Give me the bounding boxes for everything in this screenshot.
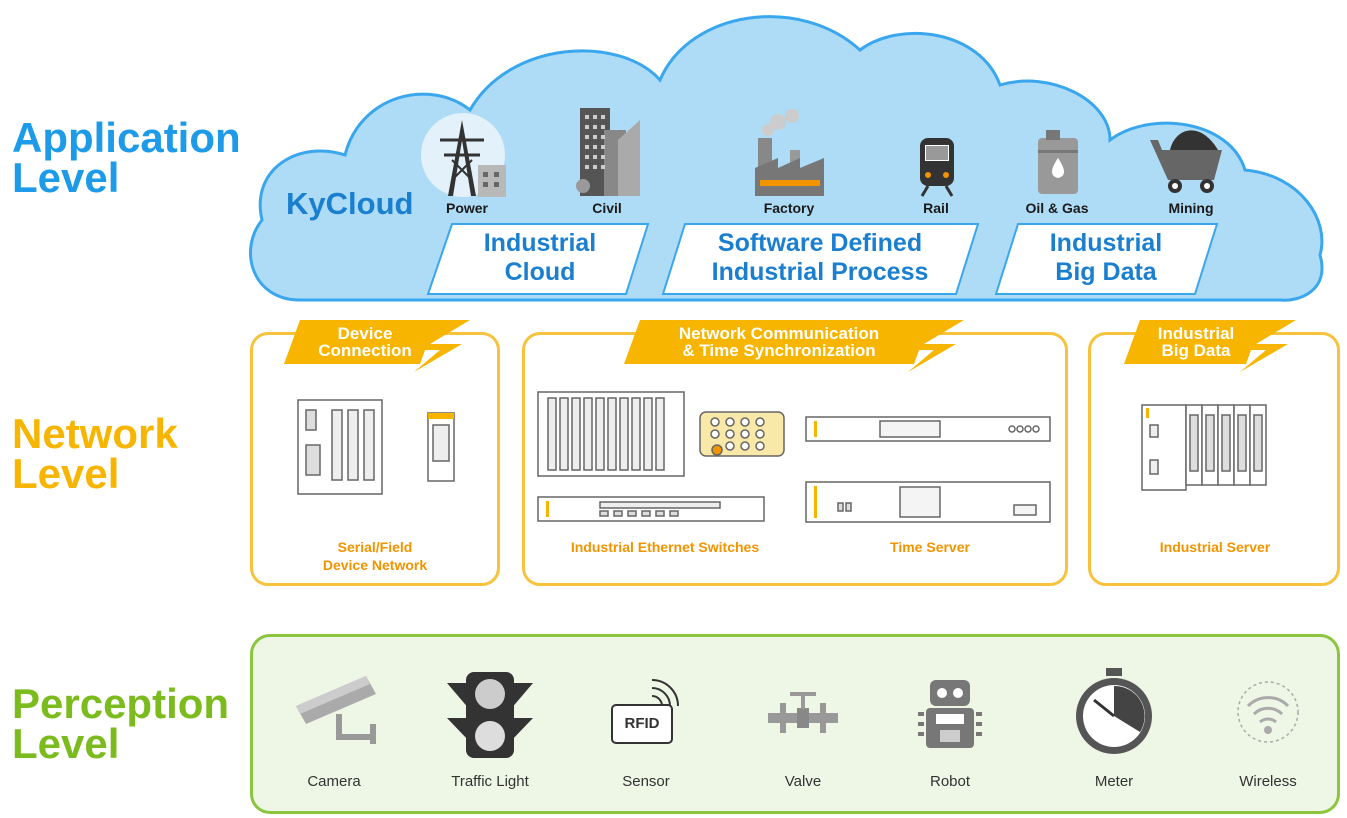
serial-device-chassis-icon (297, 399, 383, 495)
rack-1u-switch-icon (537, 496, 765, 522)
valve-label: Valve (784, 773, 822, 790)
traffic-light-label: Traffic Light (451, 773, 529, 790)
robot-label: Robot (929, 773, 971, 790)
device-connection-banner (284, 320, 470, 372)
rugged-switch-icon (699, 411, 785, 457)
network-communication-banner-text: Network Communication& Time Synchronizat… (678, 324, 880, 360)
industrial-server-icon (1141, 404, 1267, 491)
application-level-label: Application Level (12, 114, 241, 201)
mining-cart-icon (1150, 130, 1222, 193)
robot-icon (918, 680, 982, 748)
industrial-server-caption: Industrial Server (1159, 539, 1271, 555)
software-defined-panel (661, 223, 980, 295)
rfid-badge-text: RFID (624, 715, 660, 732)
camera-icon (296, 676, 376, 744)
wireless-icon (1237, 681, 1299, 743)
perception-box (250, 634, 1340, 814)
time-server-2u-icon (805, 481, 1051, 523)
mining-label: Mining (1168, 200, 1214, 216)
factory-icon (755, 109, 824, 196)
stopwatch-icon (1076, 668, 1152, 754)
valve-icon (768, 692, 838, 733)
oil-barrel-icon (1038, 130, 1078, 194)
train-icon (920, 138, 954, 197)
perception-level-label: Perception Level (12, 680, 230, 767)
din-rail-device-icon (427, 412, 455, 482)
civil-label: Civil (592, 200, 622, 216)
industrial-big-data-banner (1124, 320, 1296, 372)
rack-switch-chassis-icon (537, 391, 685, 477)
rail-label: Rail (923, 200, 949, 216)
power-tower-icon (421, 113, 506, 197)
ethernet-switches-caption: Industrial Ethernet Switches (570, 539, 760, 555)
camera-label: Camera (307, 773, 361, 790)
industrial-cloud-panel (426, 223, 650, 295)
factory-label: Factory (763, 200, 815, 216)
network-communication-banner (624, 320, 964, 372)
rfid-sensor-icon (611, 679, 679, 744)
meter-label: Meter (1094, 773, 1134, 790)
wireless-label: Wireless (1239, 773, 1297, 790)
power-label: Power (445, 200, 488, 216)
buildings-icon (576, 108, 640, 196)
industrial-big-data-panel (994, 223, 1219, 295)
kycloud-brand: KyCloud (286, 186, 414, 221)
sensor-label: Sensor (622, 773, 670, 790)
network-level-label: Network Level (12, 410, 178, 497)
time-server-1u-icon (805, 416, 1051, 442)
oil-gas-label: Oil & Gas (1025, 200, 1089, 216)
traffic-light-icon (447, 672, 533, 758)
time-server-caption: Time Server (890, 539, 970, 555)
